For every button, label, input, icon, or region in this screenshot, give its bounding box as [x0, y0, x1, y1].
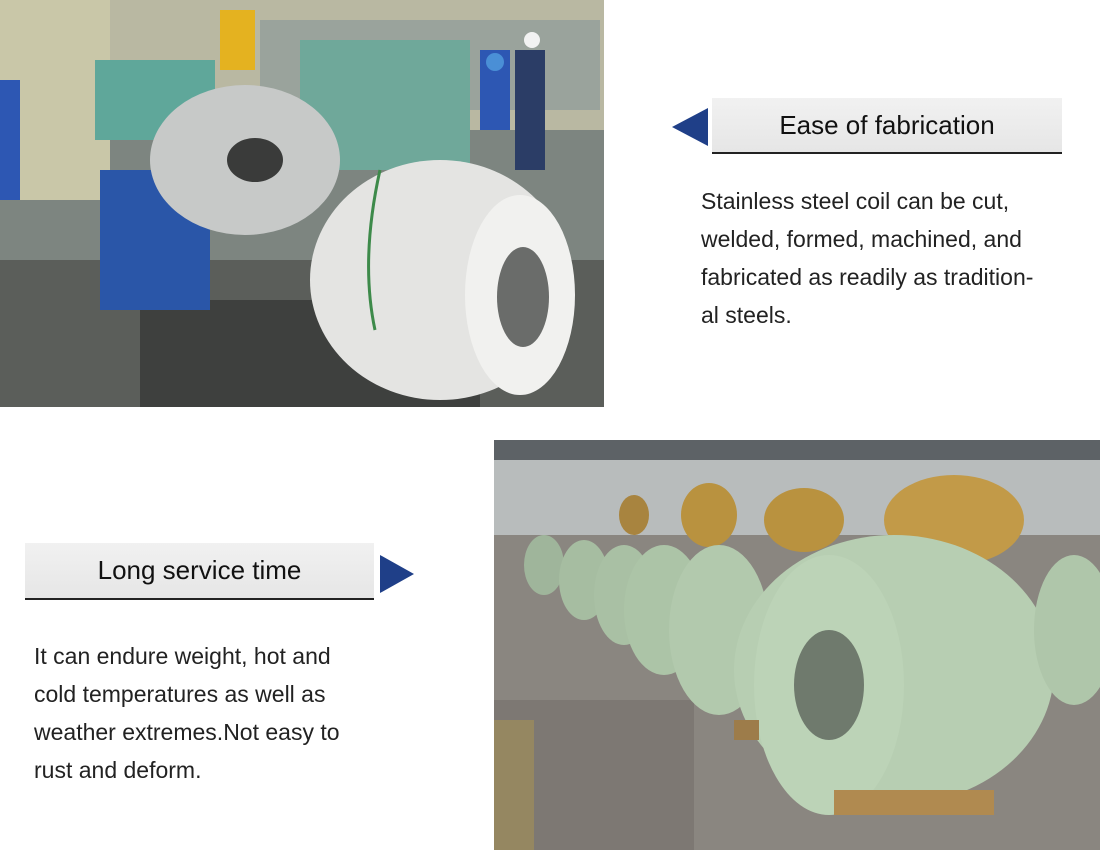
triangle-left-icon	[672, 108, 708, 146]
heading-text: Long service time	[97, 555, 302, 585]
heading-text: Ease of fabrication	[779, 109, 995, 140]
triangle-right-icon	[380, 555, 414, 593]
service-time-description: It can endure weight, hot and cold tempe…	[34, 643, 340, 783]
section-heading-fabrication: Ease of fabrication	[712, 98, 1062, 154]
section-heading-service-time: Long service time	[25, 543, 374, 600]
service-time-photo	[494, 440, 1100, 850]
fabrication-description: Stainless steel coil can be cut, welded,…	[701, 188, 1034, 328]
fabrication-photo	[0, 0, 604, 407]
